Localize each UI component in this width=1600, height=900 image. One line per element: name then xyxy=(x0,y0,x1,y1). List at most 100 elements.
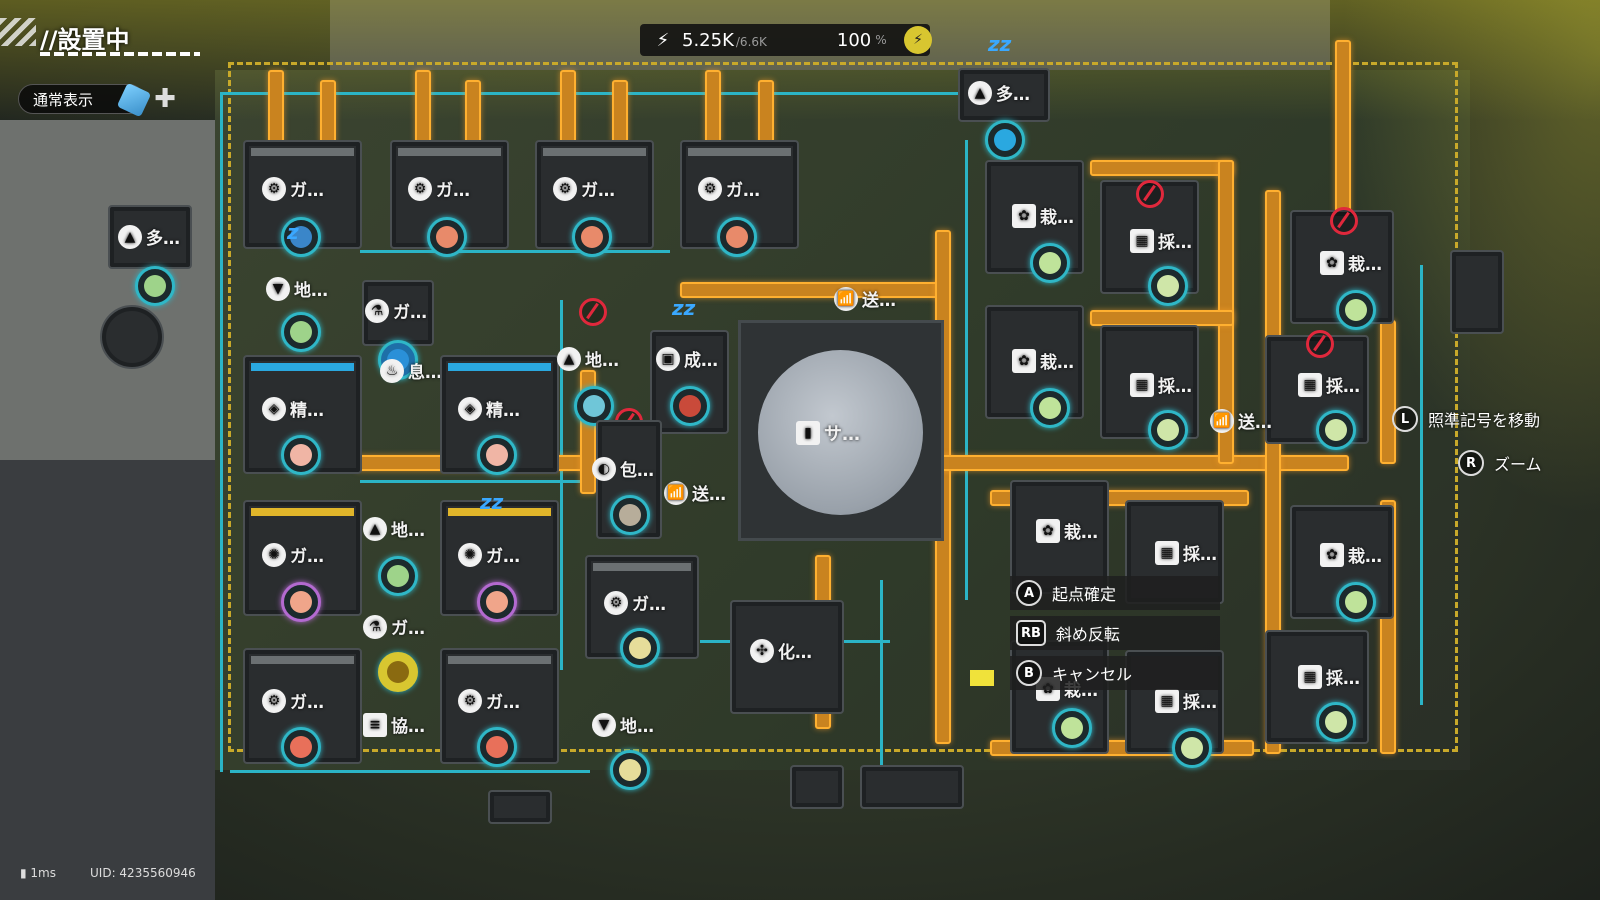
mode-title-underline xyxy=(40,52,200,56)
conveyor-belt xyxy=(1090,160,1234,176)
sleep-icon: zz xyxy=(988,32,1012,56)
pipe xyxy=(230,770,590,773)
harvester-icon: ▦ xyxy=(1130,228,1154,253)
pump[interactable] xyxy=(860,765,964,809)
machine-ka[interactable] xyxy=(730,600,844,714)
context-cancel-label: キャンセル xyxy=(1052,665,1133,684)
output-orb xyxy=(281,727,321,767)
conveyor-belt xyxy=(1265,190,1281,754)
conveyor-belt xyxy=(415,70,431,144)
conveyor-belt xyxy=(465,80,481,144)
hazard-stripe xyxy=(0,18,36,46)
building-roof xyxy=(0,460,215,900)
pump[interactable] xyxy=(790,765,844,809)
power-percent: 100 xyxy=(836,29,872,51)
rb-button: RB xyxy=(1016,620,1046,646)
output-orb xyxy=(135,266,175,306)
context-confirm-label: 起点確定 xyxy=(1052,585,1117,604)
output-orb xyxy=(281,217,321,257)
pylon[interactable] xyxy=(100,305,164,369)
sleep-icon: z xyxy=(287,220,299,244)
label-hub: ▮サ… xyxy=(796,420,860,446)
planter-icon: ✿ xyxy=(1012,203,1036,228)
conveyor-belt xyxy=(268,70,284,144)
label-sei2: ◈精… xyxy=(458,396,520,421)
label-tori2: ▦採… xyxy=(1130,372,1192,397)
tower-icon: ▮ xyxy=(796,421,820,445)
blocked-icon xyxy=(1330,207,1358,235)
pipe xyxy=(220,92,223,772)
output-orb xyxy=(477,582,517,622)
label-multi-left: ▲多… xyxy=(118,224,180,249)
label-chi4: ▼地… xyxy=(592,712,654,737)
document-icon: ≡ xyxy=(363,712,387,737)
output-orb xyxy=(1316,702,1356,742)
label-ga6: ✺ガ… xyxy=(262,542,324,567)
core-hub[interactable] xyxy=(758,350,923,515)
output-orb xyxy=(378,556,418,596)
label-sou2: 📶送… xyxy=(664,480,726,505)
output-orb xyxy=(717,217,757,257)
output-orb xyxy=(477,727,517,767)
label-ga4: ⚙ガ… xyxy=(698,176,760,201)
pump[interactable] xyxy=(488,790,552,824)
output-orb xyxy=(281,312,321,352)
signal-icon: ▮ xyxy=(20,866,31,880)
pylon[interactable] xyxy=(1450,250,1504,334)
harvester-icon: ▦ xyxy=(1130,372,1154,397)
label-sou3: 📶送… xyxy=(1210,408,1272,433)
mountain-icon: ▲ xyxy=(118,224,142,249)
breath-icon: ♨ xyxy=(380,358,404,383)
a-button: A xyxy=(1016,580,1042,606)
power-value: 5.25K xyxy=(682,29,734,51)
label-sai5: ✿栽… xyxy=(1320,250,1382,275)
label-chi1: ▼地… xyxy=(266,276,328,301)
label-chi3: ▲地… xyxy=(363,516,425,541)
output-orb xyxy=(281,435,321,475)
pipe xyxy=(1420,265,1423,705)
label-ga8: ⚙ガ… xyxy=(604,590,666,615)
planter-icon: ✿ xyxy=(1320,250,1344,275)
gear-icon: ✺ xyxy=(262,542,286,567)
label-tori1: ▦採… xyxy=(1130,228,1192,253)
view-mode-toggle[interactable]: 通常表示 xyxy=(18,82,152,118)
planter-icon: ✿ xyxy=(1036,518,1060,543)
zoom-hint: R ズーム xyxy=(1458,450,1542,476)
output-orb xyxy=(477,435,517,475)
bolt-icon: ⚡ xyxy=(656,29,670,51)
gear-icon: ⚙ xyxy=(553,176,577,201)
output-orb xyxy=(574,386,614,426)
conveyor-belt xyxy=(1090,310,1234,326)
conveyor-belt xyxy=(612,80,628,144)
blocked-icon xyxy=(579,298,607,326)
b-button: B xyxy=(1016,660,1042,686)
label-tori6: ▦採… xyxy=(1298,664,1360,689)
output-orb xyxy=(1030,243,1070,283)
harvester-icon: ▦ xyxy=(1155,688,1179,713)
output-orb xyxy=(1148,410,1188,450)
context-confirm-start[interactable]: A 起点確定 xyxy=(1010,576,1220,610)
power-capacity: /6.6K xyxy=(735,35,767,49)
antenna-icon: 📶 xyxy=(1210,408,1234,433)
context-flip-diagonal[interactable]: RB 斜め反転 xyxy=(1010,616,1220,650)
output-orb xyxy=(427,217,467,257)
gear-icon: ⚙ xyxy=(262,688,286,713)
pipe xyxy=(880,580,883,770)
conveyor-belt xyxy=(560,70,576,144)
conveyor-belt xyxy=(705,70,721,144)
uid-readout: UID: 4235560946 xyxy=(90,866,196,880)
conveyor-belt xyxy=(680,282,944,298)
output-orb xyxy=(1148,266,1188,306)
label-ga7: ✺ガ… xyxy=(458,542,520,567)
context-cancel[interactable]: B キャンセル xyxy=(1010,656,1220,690)
dpad-icon[interactable]: ✚ xyxy=(154,84,176,114)
label-iki: ♨息… xyxy=(380,358,442,383)
output-orb xyxy=(281,582,321,622)
pipe xyxy=(220,92,960,95)
harvester-icon: ▦ xyxy=(1155,540,1179,565)
label-ga1: ⚙ガ… xyxy=(262,176,324,201)
label-ga10: ⚙ガ… xyxy=(262,688,324,713)
view-mode-label: 通常表示 xyxy=(33,90,94,109)
flask-icon: ⚗ xyxy=(365,298,389,323)
